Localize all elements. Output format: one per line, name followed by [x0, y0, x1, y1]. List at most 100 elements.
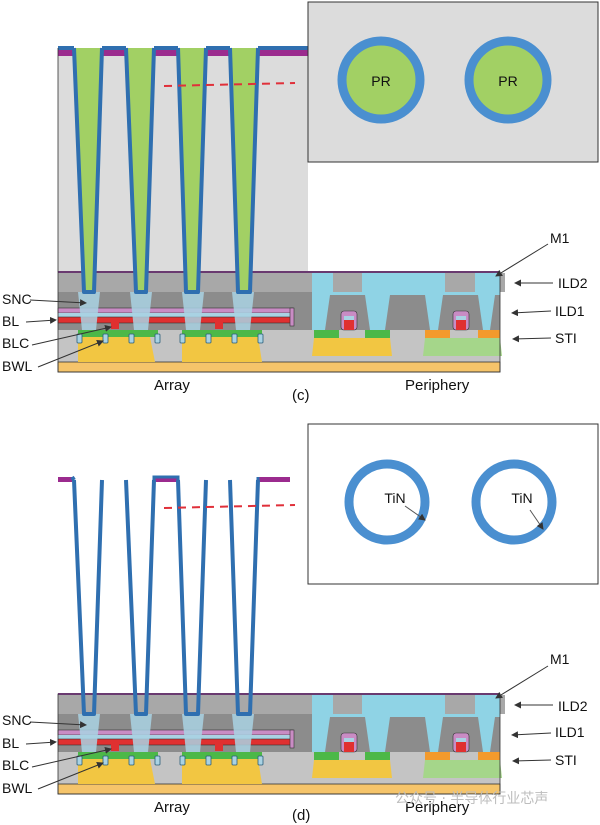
periph-ild1-block-2 [385, 295, 430, 330]
leader-snc [29, 721, 87, 729]
periph-ild1-edge [490, 717, 500, 752]
blc-contact-1 [111, 744, 119, 751]
inset-capacitor-1 [344, 459, 430, 545]
buried-word-line-7 [231, 755, 238, 766]
nmos-sd-1 [314, 330, 339, 338]
watermark: 公众号 · 半导体行业芯声 [395, 791, 548, 807]
panel-d [25, 423, 599, 795]
label-bwl-d: BWL [2, 780, 33, 796]
leader-bwl [37, 761, 104, 790]
leader-snc [29, 299, 87, 307]
tin-liner-1 [72, 479, 104, 716]
hardmask-segment-2 [153, 477, 178, 482]
tin-liner-1 [72, 47, 104, 294]
label-ild2-c: ILD2 [558, 275, 588, 291]
tin-rim-1 [70, 475, 76, 482]
periph-ild1-block-2 [385, 717, 430, 752]
stack-outline [57, 271, 501, 373]
tin-liner-4 [228, 47, 260, 294]
nmos-sd-2 [365, 752, 390, 760]
tin-liner-2 [124, 479, 156, 716]
label-snc-d: SNC [2, 712, 32, 728]
label-bl-d: BL [2, 735, 19, 751]
array-active-2 [182, 330, 262, 337]
nmos-sd-2 [365, 330, 390, 338]
tin-liner-2 [124, 47, 156, 294]
label-m1-d: M1 [550, 651, 570, 667]
buried-word-line-6 [205, 755, 212, 766]
inset-label-pr-1: PR [371, 73, 390, 89]
buried-word-line-7 [231, 333, 238, 344]
nmos-well [312, 338, 392, 356]
array-active-1 [78, 752, 158, 759]
stack-outline [57, 693, 501, 795]
panel-c [25, 1, 599, 373]
inset-tin-leader-2 [529, 509, 544, 530]
tin-rim-2 [152, 475, 180, 480]
buried-word-line-4 [154, 333, 161, 344]
buried-word-line-8 [257, 755, 264, 766]
buried-word-line-3 [128, 333, 135, 344]
leader-blc [31, 324, 112, 346]
periph-ild2-edge [500, 695, 505, 714]
storage-node-contact-3 [182, 292, 204, 330]
region-label-periphery-c: Periphery [405, 377, 470, 394]
storage-node-contact-3 [182, 714, 204, 752]
periph-gate-1-barrier [344, 316, 354, 320]
nmos-well [312, 760, 392, 778]
cut-plane-dashed-line [163, 82, 296, 87]
inset-label-tin-2: TiN [511, 490, 532, 506]
periph-gate-2-poly [456, 742, 466, 752]
label-sti-d: STI [555, 752, 577, 768]
blc-contact-2 [215, 322, 223, 329]
label-ild2-d: ILD2 [558, 698, 588, 714]
periph-ild2-block-1 [333, 695, 362, 714]
buried-word-line-1 [76, 333, 83, 344]
array-active-2 [182, 752, 262, 759]
pmos-sd-2 [478, 330, 500, 338]
pmos-well [423, 760, 502, 778]
buried-word-line-5 [179, 333, 186, 344]
label-blc-d: BLC [2, 757, 29, 773]
blc-contact-1 [111, 322, 119, 329]
array-well-2 [182, 337, 262, 362]
label-ild1-c: ILD1 [555, 303, 585, 319]
buried-word-line-8 [257, 333, 264, 344]
periph-ild2-block-2 [445, 273, 475, 292]
buried-word-line-3 [128, 755, 135, 766]
leader-bl [25, 316, 57, 324]
array-well-1 [78, 759, 155, 784]
inset-tin-leader-1 [404, 505, 426, 521]
label-snc-c: SNC [2, 291, 32, 307]
leader-m1 [495, 665, 549, 699]
inset-capacitor-1 [337, 36, 425, 124]
periph-ild2-block-1 [333, 273, 362, 292]
periph-gate-2-barrier [456, 738, 466, 742]
pmos-sd-1 [425, 752, 450, 760]
leader-bl [25, 738, 57, 746]
periph-gate-2-poly [456, 320, 466, 330]
periph-ild1-edge [490, 295, 500, 330]
array-well-1 [78, 337, 155, 362]
blc-contact-2 [215, 744, 223, 751]
bl-barrier-layer [58, 735, 293, 739]
label-bwl-c: BWL [2, 358, 33, 374]
inset-label-tin-1: TiN [384, 490, 405, 506]
panel-caption-c: (c) [292, 387, 310, 404]
substrate [57, 361, 501, 373]
pmos-well [423, 338, 502, 356]
pmos-sd-2 [478, 752, 500, 760]
periph-gate-1-barrier [344, 738, 354, 742]
hardmask-segment-1 [58, 477, 72, 482]
hardmask-segment-3 [257, 477, 290, 482]
periph-gate-1-poly [344, 742, 354, 752]
periph-gate-1-poly [344, 320, 354, 330]
periph-ild2-block-2 [445, 695, 475, 714]
leader-blc [31, 746, 112, 768]
label-ild1-d: ILD1 [555, 724, 585, 740]
leader-m1 [495, 243, 549, 277]
panel-caption-d: (d) [292, 807, 310, 824]
nmos-sd-1 [314, 752, 339, 760]
tin-liner-3 [176, 47, 208, 294]
